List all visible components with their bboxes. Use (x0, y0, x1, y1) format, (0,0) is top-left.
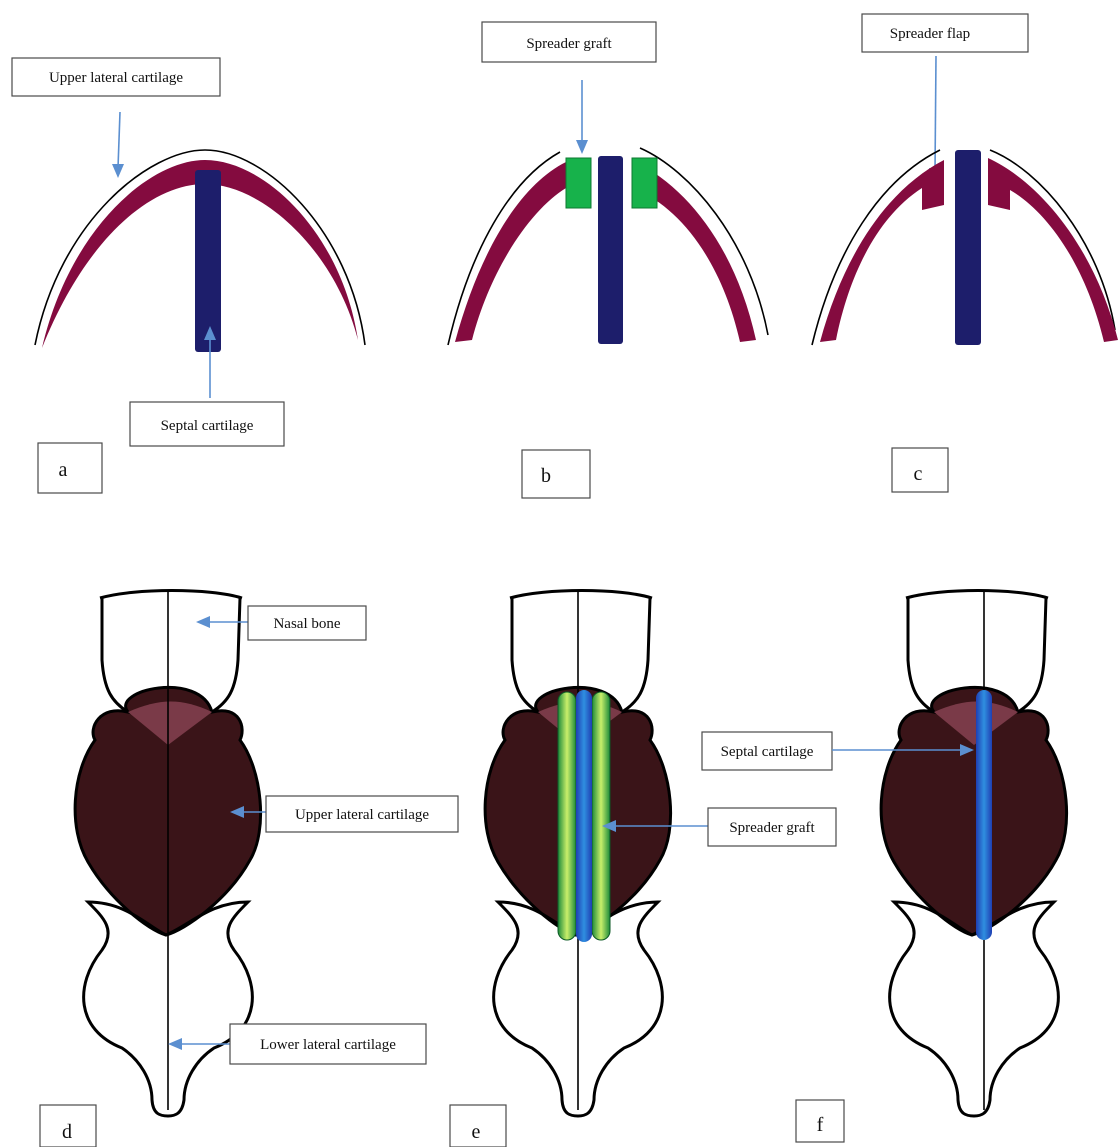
svg-text:Nasal bone: Nasal bone (273, 616, 340, 632)
spreader-graft-b-left (566, 158, 591, 208)
septal-cartilage-e (576, 690, 592, 942)
svg-text:f: f (817, 1114, 824, 1136)
upper-lateral-cartilage-c-left (820, 160, 944, 342)
panel-b: Spreader graft b (448, 22, 768, 498)
svg-text:d: d (62, 1121, 72, 1143)
panel-e: Spreader graft e (450, 590, 836, 1147)
panel-label-a: a (38, 443, 102, 493)
upper-lateral-cartilage-b-left (455, 162, 566, 342)
nasal-bone-label-d: Nasal bone (196, 606, 366, 640)
svg-text:Septal cartilage: Septal cartilage (721, 744, 814, 760)
spreader-graft-b-right (632, 158, 657, 208)
panel-label-e: e (450, 1105, 506, 1147)
svg-text:b: b (541, 465, 551, 487)
svg-text:c: c (914, 463, 923, 485)
spreader-graft-e-right (592, 692, 610, 940)
upper-lateral-cartilage-label-a: Upper lateral cartilage (12, 58, 220, 96)
panel-label-b: b (522, 450, 590, 498)
panel-f: Septal cartilage f (702, 590, 1067, 1142)
svg-text:Spreader graft: Spreader graft (729, 820, 815, 836)
lower-lateral-cartilage-label-d: Lower lateral cartilage (168, 1024, 426, 1064)
svg-text:Upper lateral cartilage: Upper lateral cartilage (295, 807, 429, 823)
panel-d: Nasal bone Upper lateral cartilage Lower… (40, 590, 458, 1147)
svg-text:Upper lateral cartilage: Upper lateral cartilage (49, 70, 183, 86)
svg-text:Lower lateral cartilage: Lower lateral cartilage (260, 1037, 396, 1053)
svg-text:e: e (472, 1121, 481, 1143)
septal-cartilage-f (976, 690, 992, 940)
upper-lateral-cartilage-label-d: Upper lateral cartilage (230, 796, 458, 832)
spreader-graft-label-b: Spreader graft (482, 22, 656, 62)
septal-cartilage-b (598, 156, 623, 344)
upper-lateral-cartilage-c-right (988, 158, 1118, 342)
arrow-a-ulc (112, 112, 124, 178)
septal-cartilage-label-a: Septal cartilage (130, 402, 284, 446)
septal-cartilage-c (955, 150, 981, 345)
panel-label-d: d (40, 1105, 96, 1147)
arrow-b-graft (576, 80, 588, 154)
svg-text:a: a (59, 459, 68, 481)
panel-label-c: c (892, 448, 948, 492)
panel-a: Upper lateral cartilage Septal cartilage… (12, 58, 365, 493)
lower-lateral-cartilage-f (890, 902, 1059, 1116)
panel-c: Spreader flap c (812, 14, 1118, 492)
panel-label-f: f (796, 1100, 844, 1142)
svg-text:Spreader graft: Spreader graft (526, 36, 612, 52)
svg-text:Septal cartilage: Septal cartilage (161, 418, 254, 434)
arrow-a-septum (204, 326, 216, 398)
septal-cartilage-a (195, 170, 221, 352)
spreader-graft-e-left (558, 692, 576, 940)
svg-text:Spreader flap: Spreader flap (890, 26, 970, 42)
spreader-flap-label-c: Spreader flap (862, 14, 1028, 52)
